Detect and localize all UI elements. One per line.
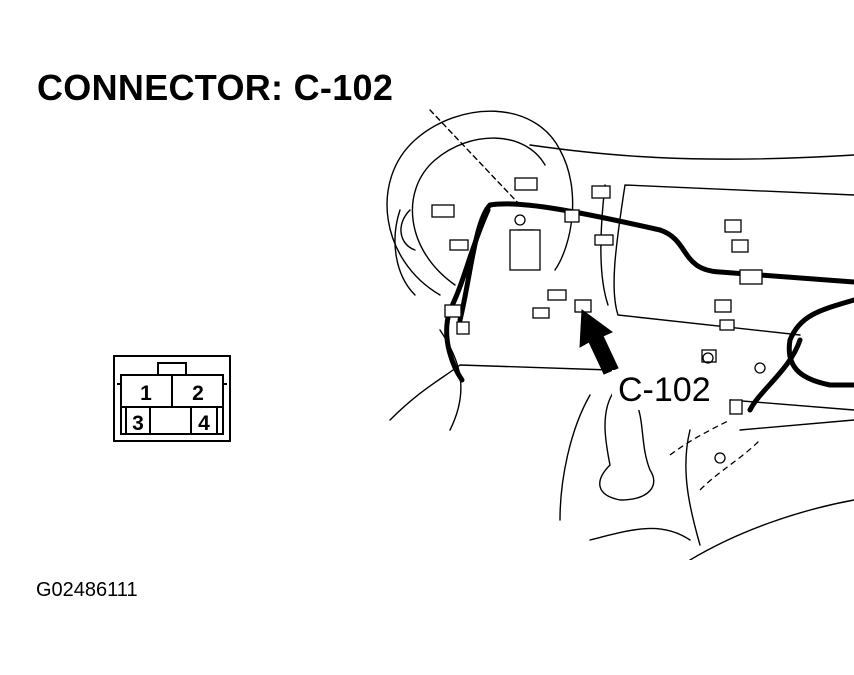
harness-connector (724, 219, 742, 233)
harness-connector (509, 229, 541, 271)
harness-connector (444, 304, 462, 318)
callout-label: C-102 (618, 371, 711, 409)
harness-connector (591, 185, 611, 199)
harness-connector (729, 399, 743, 415)
steering-wheel-spoke (400, 209, 416, 251)
connector-face-view: 1 2 3 4 (113, 355, 231, 442)
center-console (559, 394, 701, 546)
harness-dashed-wire (669, 419, 761, 491)
steering-wheel-inner-rim (411, 137, 546, 286)
harness-branch-lower (747, 337, 803, 413)
harness-clip (714, 452, 726, 464)
pin-label-2: 2 (192, 382, 204, 405)
harness-connector (594, 234, 614, 246)
harness-clip (702, 352, 714, 364)
dashboard-lower-edge (389, 364, 611, 421)
callout-arrow (579, 309, 619, 375)
figure-id: G02486111 (36, 579, 138, 601)
floor-line (689, 399, 854, 560)
connector-latch (157, 362, 187, 376)
harness-clip (754, 362, 766, 374)
steering-wheel-outline (386, 110, 574, 296)
harness-connector (731, 239, 749, 253)
harness-connector (714, 299, 732, 313)
callout-label-box (612, 370, 724, 410)
pin-label-3: 3 (132, 412, 144, 435)
pin-label-4: 4 (198, 412, 210, 435)
harness-connector (456, 321, 470, 335)
air-duct (394, 209, 416, 296)
harness-connector (547, 289, 567, 301)
harness-connector (532, 307, 550, 319)
harness-connector (564, 209, 580, 223)
harness-branch-right (786, 297, 854, 388)
pin-label-1: 1 (140, 382, 152, 405)
shift-lever (599, 389, 655, 501)
dashboard-harness-drawing: C-102 (386, 109, 854, 560)
dashboard-upper-edge (529, 144, 854, 160)
harness-connector (449, 239, 469, 251)
steering-column-dashed-line (429, 109, 521, 206)
glovebox-outline (613, 184, 854, 336)
pin-cavity-3 (125, 406, 151, 435)
harness-connector (431, 204, 455, 218)
vent-outline (600, 184, 609, 306)
harness-connector (719, 319, 735, 331)
pin-cavity-4 (190, 406, 218, 435)
harness-connector (739, 269, 763, 285)
harness-connector (514, 177, 538, 191)
harness-clip (514, 214, 526, 226)
diagram-title: CONNECTOR: C-102 (37, 67, 394, 108)
